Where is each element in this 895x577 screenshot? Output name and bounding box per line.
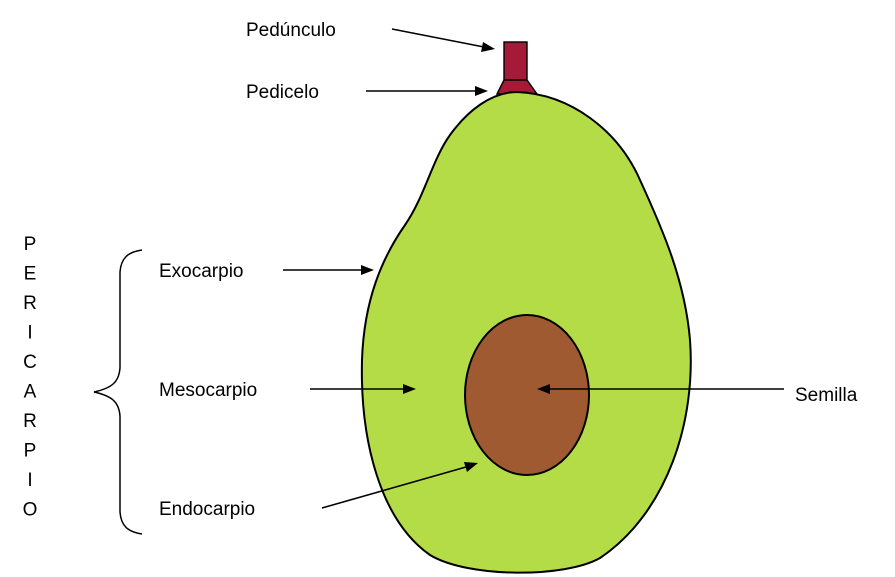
pedicel-arrow-head	[475, 86, 488, 96]
pericarp-letter: R	[23, 293, 37, 314]
peduncle-arrow-line	[392, 29, 484, 47]
pericarp-letter: A	[24, 382, 37, 403]
label-peduncle: Pedúnculo	[246, 20, 336, 41]
label-endocarp: Endocarpio	[159, 499, 255, 520]
pericarp-letter: P	[24, 234, 37, 255]
pericarp-letter: C	[23, 352, 37, 373]
peduncle-arrow-head	[481, 42, 495, 52]
seed-shape	[465, 315, 589, 475]
pericarp-letter: I	[27, 470, 32, 491]
pericarp-letter: I	[27, 323, 32, 344]
pericarp-letter: P	[24, 441, 37, 462]
label-mesocarp: Mesocarpio	[159, 380, 257, 401]
pericarp-letter: O	[23, 500, 38, 521]
label-exocarp: Exocarpio	[159, 261, 244, 282]
pericarp-letter: E	[24, 264, 37, 285]
label-seed: Semilla	[795, 385, 858, 406]
pericarp-brace	[94, 250, 142, 534]
pericarp-letter: R	[23, 411, 37, 432]
exocarp-arrow-head	[361, 265, 374, 275]
label-pedicel: Pedicelo	[246, 82, 319, 103]
